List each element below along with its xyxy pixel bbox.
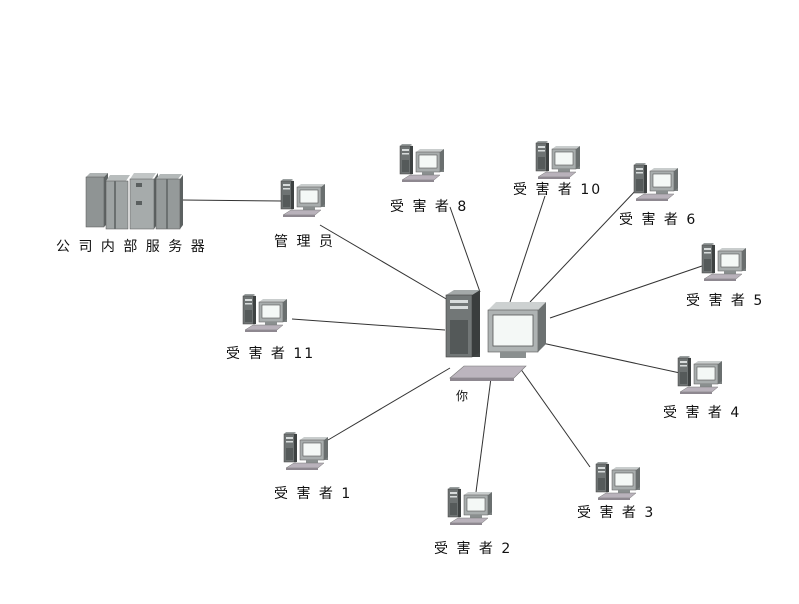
- link-admin-you: [319, 224, 449, 301]
- connection-lines: [181, 187, 703, 493]
- victim-11-workstation-icon: [242, 293, 288, 333]
- link-victim-2: [475, 377, 492, 493]
- victim-1-label: 受 害 者 1: [274, 486, 353, 502]
- victim-2-workstation-icon: [447, 486, 493, 526]
- victim-1-workstation-icon: [283, 431, 329, 471]
- you-workstation-icon: [445, 289, 547, 382]
- victim-5-workstation-icon: [701, 242, 747, 282]
- victim-10-workstation-icon: [535, 140, 581, 180]
- link-victim-11: [291, 318, 446, 331]
- victim-5-label: 受 害 者 5: [686, 293, 765, 309]
- victim-3-workstation-icon: [595, 461, 641, 501]
- link-victim-1: [327, 367, 451, 441]
- link-victim-3: [519, 367, 591, 468]
- link-victim-5: [549, 265, 703, 319]
- victim-4-workstation-icon: [677, 355, 723, 395]
- victim-2-label: 受 害 者 2: [434, 541, 513, 557]
- server-rack-icon: [85, 173, 183, 230]
- you-label: 你: [456, 389, 469, 403]
- victim-3-label: 受 害 者 3: [577, 505, 656, 521]
- link-victim-10: [509, 195, 546, 303]
- link-server-admin: [181, 199, 283, 202]
- victim-10-label: 受 害 者 10: [513, 182, 603, 198]
- link-victim-4: [541, 342, 681, 374]
- victim-4-label: 受 害 者 4: [663, 405, 742, 421]
- victim-6-workstation-icon: [633, 162, 679, 202]
- victim-8-workstation-icon: [399, 143, 445, 183]
- admin-label: 管 理 员: [274, 234, 335, 250]
- victim-8-label: 受 害 者 8: [390, 199, 469, 215]
- server-label: 公 司 内 部 服 务 器: [56, 239, 207, 255]
- victim-11-label: 受 害 者 11: [226, 346, 316, 362]
- link-victim-6: [529, 187, 639, 303]
- victim-6-label: 受 害 者 6: [619, 212, 698, 228]
- admin-workstation-icon: [280, 178, 326, 218]
- link-victim-8: [449, 206, 481, 293]
